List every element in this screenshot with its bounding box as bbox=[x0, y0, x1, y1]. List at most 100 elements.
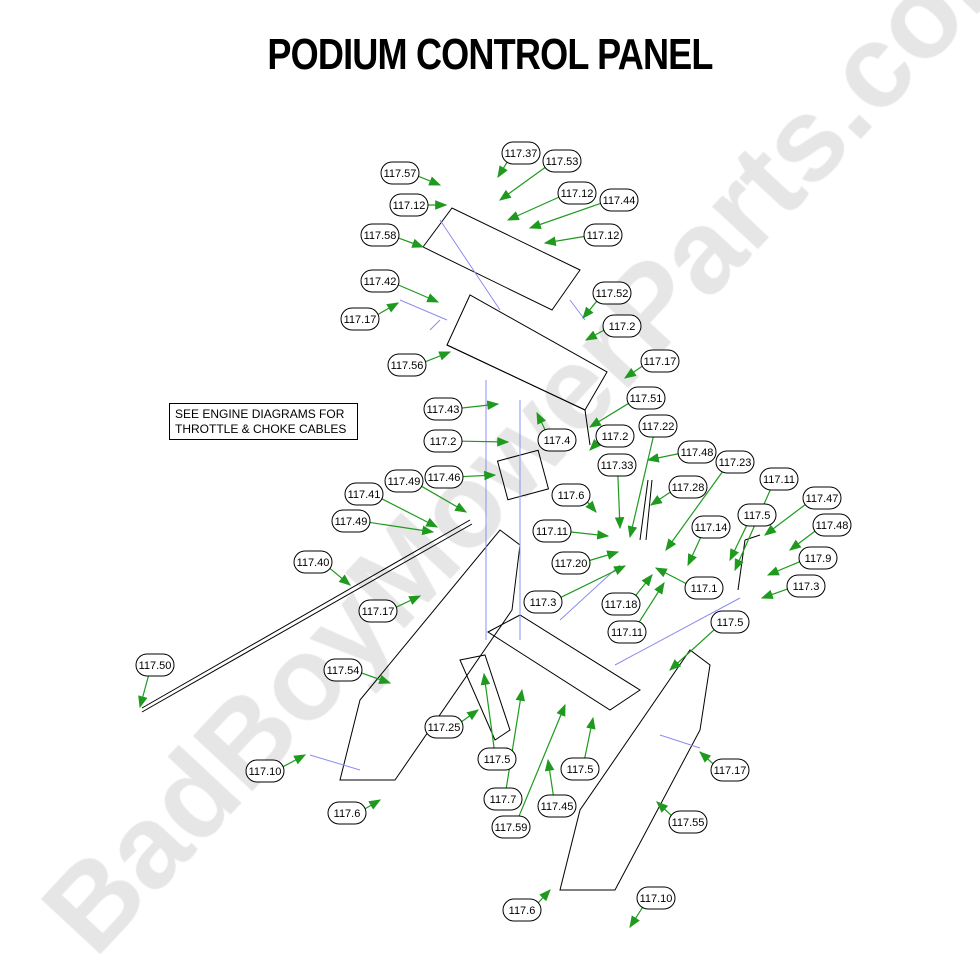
leader-arrow bbox=[462, 470, 497, 481]
callout-bubble bbox=[798, 546, 838, 570]
leader-arrow bbox=[528, 202, 602, 229]
bracket bbox=[459, 654, 511, 741]
note-box: SEE ENGINE DIAGRAMS FOR THROTTLE & CHOKE… bbox=[169, 403, 358, 440]
leader-arrow bbox=[518, 703, 566, 818]
leader-arrow bbox=[789, 530, 817, 551]
callout-bubble bbox=[812, 513, 852, 537]
leader-arrow bbox=[624, 365, 644, 379]
callout-bubble bbox=[759, 467, 799, 491]
callout-bubble bbox=[537, 794, 577, 818]
callout-bubble bbox=[331, 509, 371, 533]
callout-label: 117.40 bbox=[297, 557, 330, 569]
leader-arrow bbox=[424, 351, 452, 363]
callout-bubble bbox=[245, 759, 285, 783]
callout-117-41: 117.41 bbox=[344, 482, 384, 506]
leader-arrow bbox=[499, 166, 547, 201]
leader-arrow bbox=[398, 237, 425, 248]
callout-117-56: 117.56 bbox=[387, 353, 427, 377]
callout-117-23: 117.23 bbox=[715, 450, 755, 474]
callout-label: 117.59 bbox=[495, 822, 528, 834]
callout-117-14: 117.14 bbox=[691, 515, 731, 539]
callout-117-2: 117.2 bbox=[423, 429, 463, 453]
callout-label: 117.49 bbox=[335, 516, 368, 528]
callout-117-48: 117.48 bbox=[677, 440, 717, 464]
callout-label: 117.22 bbox=[642, 421, 675, 433]
leader-arrow bbox=[395, 595, 422, 608]
leader-arrow bbox=[734, 488, 772, 572]
callout-bubble bbox=[684, 576, 724, 600]
callout-bubble bbox=[668, 810, 708, 834]
leader-arrow bbox=[649, 491, 672, 506]
callout-117-28: 117.28 bbox=[668, 475, 708, 499]
callout-117-33: 117.33 bbox=[597, 453, 637, 477]
leader-arrow bbox=[766, 560, 801, 576]
leader-arrow bbox=[420, 485, 468, 513]
callout-bubble bbox=[424, 465, 464, 489]
leader-arrow bbox=[461, 437, 510, 447]
callout-label: 117.12 bbox=[561, 188, 594, 200]
callout-label: 117.11 bbox=[536, 526, 568, 538]
callout-label: 117.49 bbox=[388, 476, 421, 488]
callout-label: 117.37 bbox=[505, 148, 538, 160]
leader-arrow bbox=[570, 530, 610, 540]
callout-bubble bbox=[737, 503, 777, 527]
callout-bubble bbox=[626, 386, 666, 410]
callout-label: 117.55 bbox=[672, 817, 705, 829]
leader-arrow bbox=[589, 550, 620, 562]
callout-bubble bbox=[710, 610, 750, 634]
callout-label: 117.3 bbox=[530, 597, 557, 609]
leader-arrow bbox=[497, 160, 509, 179]
callout-117-5: 117.5 bbox=[737, 503, 777, 527]
callout-label: 117.10 bbox=[640, 893, 673, 905]
callout-117-4: 117.4 bbox=[537, 428, 577, 452]
callout-117-25: 117.25 bbox=[424, 715, 464, 739]
callout-117-49: 117.49 bbox=[331, 509, 371, 533]
callout-label: 117.9 bbox=[805, 553, 832, 565]
cover-plate bbox=[422, 207, 581, 311]
callout-label: 117.43 bbox=[427, 404, 460, 416]
callout-117-17: 117.17 bbox=[710, 758, 750, 782]
leader-arrow bbox=[536, 411, 547, 432]
callout-bubble bbox=[483, 787, 523, 811]
cross-member bbox=[487, 614, 641, 711]
callout-bubble bbox=[802, 486, 842, 510]
callout-117-20: 117.20 bbox=[551, 551, 591, 575]
callout-117-44: 117.44 bbox=[599, 188, 639, 212]
callout-bubble bbox=[592, 281, 632, 305]
leader-arrow bbox=[589, 438, 601, 451]
callout-label: 117.3 bbox=[793, 581, 820, 593]
leader-arrow bbox=[729, 524, 748, 562]
callout-bubble bbox=[542, 149, 582, 173]
callout-117-6: 117.6 bbox=[327, 801, 367, 825]
callout-bubble bbox=[327, 801, 367, 825]
callout-117-6: 117.6 bbox=[502, 898, 542, 922]
callout-bubble bbox=[344, 482, 384, 506]
leader-arrow bbox=[505, 688, 526, 789]
page-title: PODIUM CONTROL PANEL bbox=[267, 30, 713, 79]
callout-117-49: 117.49 bbox=[384, 469, 424, 493]
callout-117-22: 117.22 bbox=[638, 414, 678, 438]
callout-bubble bbox=[595, 424, 635, 448]
callout-label: 117.52 bbox=[596, 288, 629, 300]
callout-bubble bbox=[636, 886, 676, 910]
callout-117-5: 117.5 bbox=[710, 610, 750, 634]
leader-arrow bbox=[369, 521, 435, 536]
leader-arrow bbox=[699, 751, 715, 765]
callout-117-17: 117.17 bbox=[358, 599, 398, 623]
leader-arrow bbox=[582, 299, 599, 319]
callout-117-12: 117.12 bbox=[583, 223, 623, 247]
callout-bubble bbox=[691, 515, 731, 539]
callout-117-7: 117.7 bbox=[483, 787, 523, 811]
callout-117-37: 117.37 bbox=[501, 141, 541, 165]
callout-label: 117.6 bbox=[334, 808, 361, 820]
callout-bubble bbox=[551, 551, 591, 575]
callout-label: 117.7 bbox=[490, 794, 517, 806]
callout-label: 117.18 bbox=[605, 599, 638, 611]
callout-bubble bbox=[135, 653, 175, 677]
callout-bubble bbox=[560, 757, 600, 781]
callout-label: 117.2 bbox=[602, 431, 629, 443]
callout-117-54: 117.54 bbox=[323, 658, 363, 682]
note-line-1: SEE ENGINE DIAGRAMS FOR bbox=[175, 407, 345, 421]
callout-label: 117.20 bbox=[555, 558, 588, 570]
callout-label: 117.5 bbox=[744, 510, 771, 522]
